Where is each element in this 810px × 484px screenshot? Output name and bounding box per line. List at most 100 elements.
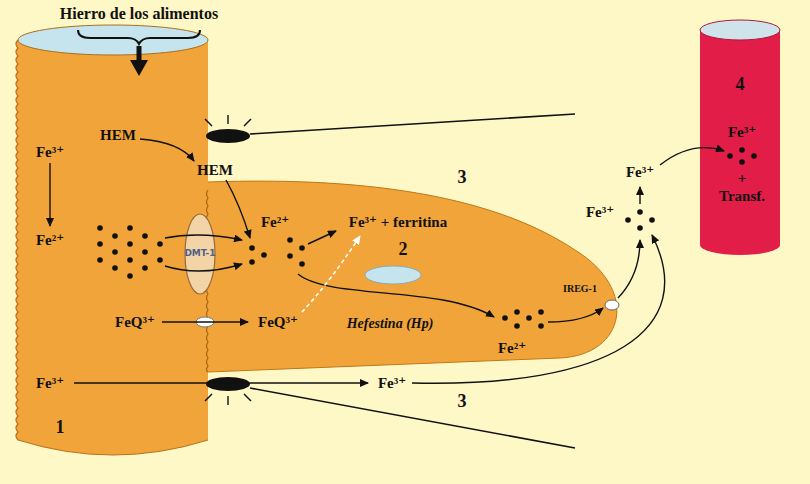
pathway-arrow (140, 139, 194, 161)
enterocyte-cell: HEM Fe³⁺ HEM Fe³⁺ + ferritinaFe²⁺ Fe²⁺ 2 DMT-1… (10, 20, 635, 465)
iron-dots (637, 209, 643, 215)
receptor-symbol (205, 394, 251, 405)
transporter-label: IREG-1 (563, 283, 597, 294)
wedge-line (250, 114, 575, 448)
food-brace (130, 60, 148, 76)
pathway-arrow (226, 180, 250, 238)
food-brace (78, 30, 200, 76)
iron-dots (157, 241, 163, 247)
iron-dots (538, 309, 544, 315)
food-iron-title: Hierro de los alimentos (60, 5, 218, 23)
cell-body (208, 181, 617, 372)
iron-dots (127, 273, 133, 279)
iron-dots (739, 159, 745, 165)
iron-label: Fe³⁺ (36, 144, 64, 161)
pathway-arrow (308, 231, 336, 244)
cell-outline (208, 181, 617, 372)
wedge-line (250, 388, 575, 448)
enterocyte-cell-outline (10, 20, 635, 465)
callout-number: 4 (736, 75, 745, 95)
lumen-column (16, 40, 208, 455)
vessel-opening (700, 20, 780, 40)
receptor-symbol (205, 119, 212, 126)
pathway-arrow (74, 382, 368, 383)
molecule-label: HEM (100, 127, 136, 144)
iron-dots (112, 249, 118, 255)
pathway-arrow (165, 235, 242, 240)
receptor-symbol (227, 396, 228, 405)
wedge-line (250, 114, 575, 134)
receptor-symbol (205, 115, 251, 126)
iron-label: Fe³⁺ (586, 204, 614, 221)
cell-outline (18, 440, 208, 455)
iron-dots (127, 225, 133, 231)
iron-dots (625, 217, 631, 223)
iron-dots (142, 265, 148, 271)
receptor-symbol (244, 119, 251, 126)
transporter-symbol (185, 214, 619, 327)
receptor-symbol (206, 377, 250, 391)
iron-dots (287, 237, 293, 243)
transporter-symbol (605, 300, 619, 310)
iron-label: Fe³⁺ + ferritina (349, 214, 447, 231)
iron-label: Fe²⁺ (36, 232, 64, 249)
iron-dots (249, 245, 255, 251)
iron-dots (514, 309, 520, 315)
brush-border (16, 40, 18, 440)
iron-label: Fe³⁺ (378, 375, 406, 392)
pathway-arrow (548, 308, 603, 322)
iron-dots (739, 147, 745, 153)
food-brace (137, 46, 142, 62)
iron-dots (112, 233, 118, 239)
plus-sign: + (738, 170, 747, 187)
iron-dots (287, 253, 293, 259)
pathway-arrow (50, 139, 724, 383)
pathway-arrow (162, 321, 248, 322)
callout-number: 2 (399, 240, 408, 260)
receptor-symbol (227, 115, 228, 124)
receptor-symbol (206, 129, 250, 143)
pathway-arrow (618, 240, 640, 298)
iron-dots (526, 315, 532, 321)
blood-vessel: 4Fe³⁺+Transf. (698, 16, 784, 260)
callout-number: 3 (458, 168, 467, 188)
iron-dots (649, 217, 655, 223)
iron-dots (142, 233, 148, 239)
receptor-symbol (205, 394, 212, 401)
iron-dots (299, 245, 305, 251)
iron-dots (249, 259, 255, 265)
iron-label: FeQ³⁺ (115, 314, 155, 331)
pathway-arrow (165, 264, 242, 271)
ferritin-arrow (302, 236, 360, 312)
molecule-label: HEM (197, 162, 233, 179)
pathway-arrow (660, 148, 724, 165)
iron-dots (127, 257, 133, 263)
callout-number: 3 (458, 392, 467, 412)
transporter-label: DMT-1 (184, 249, 215, 259)
iron-dots (751, 153, 757, 159)
iron-label: Fe²⁺ (498, 340, 526, 357)
iron-dots (637, 225, 643, 231)
iron-dots (727, 153, 733, 159)
food-brace (78, 30, 200, 44)
iron-dots (97, 257, 103, 263)
transporter-symbol (185, 214, 215, 294)
receptor-symbol (244, 394, 251, 401)
iron-dots (261, 252, 267, 258)
iron-dots (97, 147, 757, 329)
iron-label: FeQ³⁺ (258, 314, 298, 331)
pathway-arrow (412, 235, 665, 383)
pathway-arrow (639, 187, 640, 204)
iron-dots (538, 323, 544, 329)
iron-dots (127, 241, 133, 247)
enzyme-label: Hefestina (Hp) (347, 316, 434, 331)
iron-dots (97, 241, 103, 247)
iron-label: Fe³⁺ (728, 124, 756, 141)
iron-label: Fe³⁺ (36, 375, 64, 392)
iron-dots (112, 265, 118, 271)
pathway-arrow (49, 163, 50, 226)
iron-dots (142, 249, 148, 255)
iron-dots (502, 315, 508, 321)
iron-label: Fe³⁺ (626, 164, 654, 181)
